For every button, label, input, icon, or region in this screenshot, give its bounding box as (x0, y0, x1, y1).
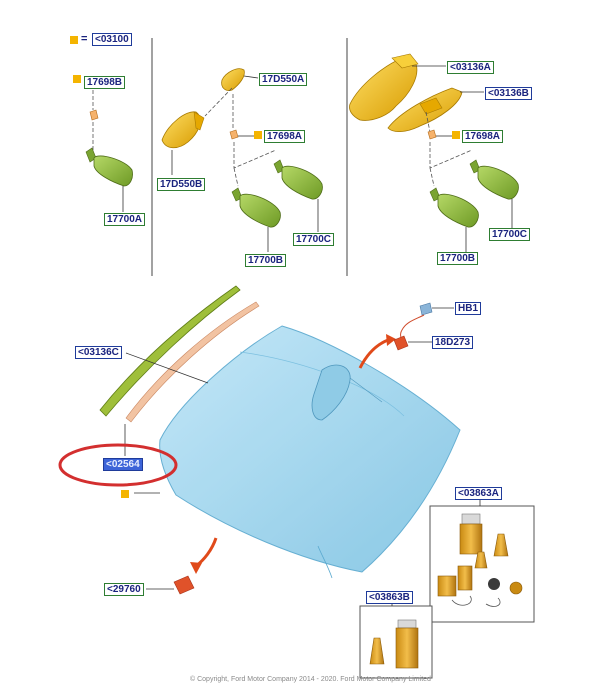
legend-equals: = (81, 33, 88, 45)
red-arrow-upper-icon (358, 338, 389, 369)
part-label-17700A[interactable]: 17700A (104, 213, 146, 226)
rearview-mirror-b-icon (231, 187, 281, 228)
rearview-mirror-icon (85, 147, 133, 187)
legend-code-label[interactable]: <03100 (92, 33, 132, 46)
part-label-29760[interactable]: <29760 (104, 583, 144, 596)
part-label-17700B[interactable]: 17700B (245, 254, 287, 267)
part-label-17D550A[interactable]: 17D550A (259, 73, 308, 86)
upper-moulding-icon (99, 285, 241, 417)
panel-dividers (151, 38, 348, 276)
kit-box-b (359, 602, 433, 679)
sensor-bracket-icon (387, 87, 463, 132)
part-label-17698B[interactable]: 17698B (84, 76, 126, 89)
part-label-03136B[interactable]: <03136B (485, 87, 532, 100)
key-square (121, 490, 129, 498)
seal-strip-icon (125, 301, 260, 423)
red-arrow-lower-icon (195, 537, 218, 568)
nozzle-icon (474, 533, 509, 569)
adhesive-tube-icon (459, 513, 483, 555)
adhesive-tube-b-icon (395, 619, 419, 669)
part-label-17700C[interactable]: 17700C (293, 233, 335, 246)
part-label-03136A[interactable]: <03136A (447, 61, 494, 74)
part-label-02564-selected[interactable]: <02564 (103, 458, 143, 471)
rearview-mirror-c-icon (469, 159, 519, 200)
key-square (452, 131, 460, 139)
part-label-17698A[interactable]: 17698A (462, 130, 504, 143)
part-label-03863B[interactable]: <03863B (366, 591, 413, 604)
rearview-mirror-b-icon (429, 187, 479, 228)
kit-box-a (429, 498, 535, 623)
panel-1-mirror (85, 90, 133, 212)
copyright-text: © Copyright, Ford Motor Company 2014 - 2… (190, 676, 431, 683)
part-label-17700C[interactable]: 17700C (489, 228, 531, 241)
sensor-cover-upper-icon (221, 68, 245, 91)
rearview-mirror-c-icon (273, 159, 323, 200)
key-square (254, 131, 262, 139)
part-label-18D273[interactable]: 18D273 (432, 336, 474, 349)
applicator-cap-icon (488, 578, 523, 595)
key-square (73, 75, 81, 83)
panel-2-mirror (161, 68, 323, 252)
windshield-glass-icon (159, 325, 461, 573)
part-label-17698A[interactable]: 17698A (264, 130, 306, 143)
sensor-cover-lower-icon (161, 111, 205, 149)
primer-bottle-icon (437, 565, 473, 597)
highlight-ellipse (58, 443, 178, 487)
glass-clip-icon (146, 575, 195, 595)
adapter-part-icon (427, 129, 437, 140)
adapter-part-icon (89, 109, 99, 121)
heated-connector-icon (393, 335, 432, 351)
part-label-17700B[interactable]: 17700B (437, 252, 479, 265)
sensor-housing-icon (349, 53, 419, 121)
panel-3-mirror (349, 53, 519, 252)
windshield-section (58, 285, 461, 595)
part-label-17D550B[interactable]: 17D550B (157, 178, 206, 191)
legend-key-square (70, 36, 78, 44)
part-label-03863A[interactable]: <03863A (455, 487, 502, 500)
adapter-part-icon (229, 129, 239, 140)
nozzle-b-icon (369, 637, 385, 665)
glass-sensor-bracket-icon (311, 364, 351, 421)
part-label-HB1[interactable]: HB1 (455, 302, 482, 315)
part-label-03136C[interactable]: <03136C (75, 346, 122, 359)
